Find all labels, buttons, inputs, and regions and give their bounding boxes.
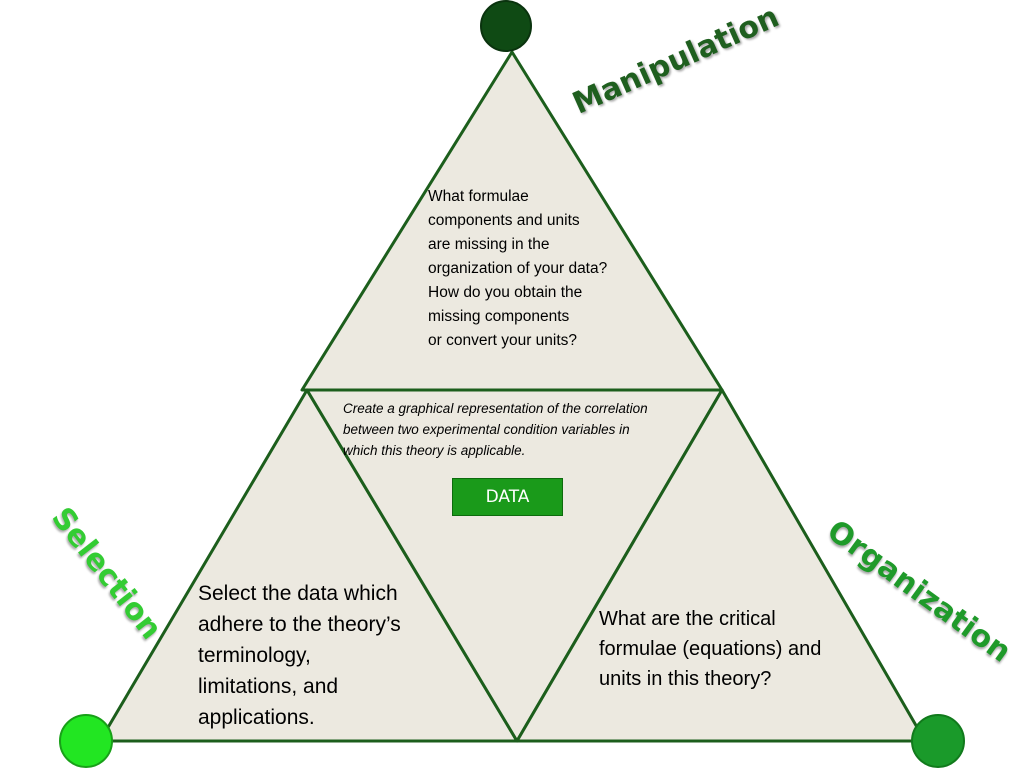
text-line: are missing in the — [428, 236, 550, 253]
text-line: Select the data which — [198, 582, 398, 605]
text-line: terminology, — [198, 644, 311, 667]
organization-question: What are the critical formulae (equation… — [599, 604, 889, 694]
right-node — [911, 714, 965, 768]
manipulation-question: What formulae components and units are m… — [428, 185, 658, 353]
text-line: or convert your units? — [428, 332, 578, 349]
text-line: What formulae — [428, 188, 529, 205]
data-instruction: Create a graphical representation of the… — [343, 398, 713, 461]
right-triangle — [515, 388, 927, 743]
text-line: between two experimental condition varia… — [343, 422, 630, 437]
text-line: which this theory is applicable. — [343, 443, 526, 458]
text-line: limitations, and — [198, 675, 339, 698]
top-node — [480, 0, 532, 52]
text-line: units in this theory? — [599, 668, 772, 690]
text-line: formulae (equations) and — [599, 638, 822, 660]
selection-question: Select the data which adhere to the theo… — [198, 578, 458, 733]
text-line: What are the critical — [599, 608, 776, 630]
text-line: Create a graphical representation of the… — [343, 401, 648, 416]
left-node — [59, 714, 113, 768]
text-line: adhere to the theory’s — [198, 613, 401, 636]
text-line: organization of your data? — [428, 260, 608, 277]
text-line: How do you obtain the — [428, 284, 583, 301]
data-button[interactable]: DATA — [452, 478, 563, 516]
text-line: applications. — [198, 706, 315, 729]
text-line: components and units — [428, 212, 580, 229]
text-line: missing components — [428, 308, 570, 325]
